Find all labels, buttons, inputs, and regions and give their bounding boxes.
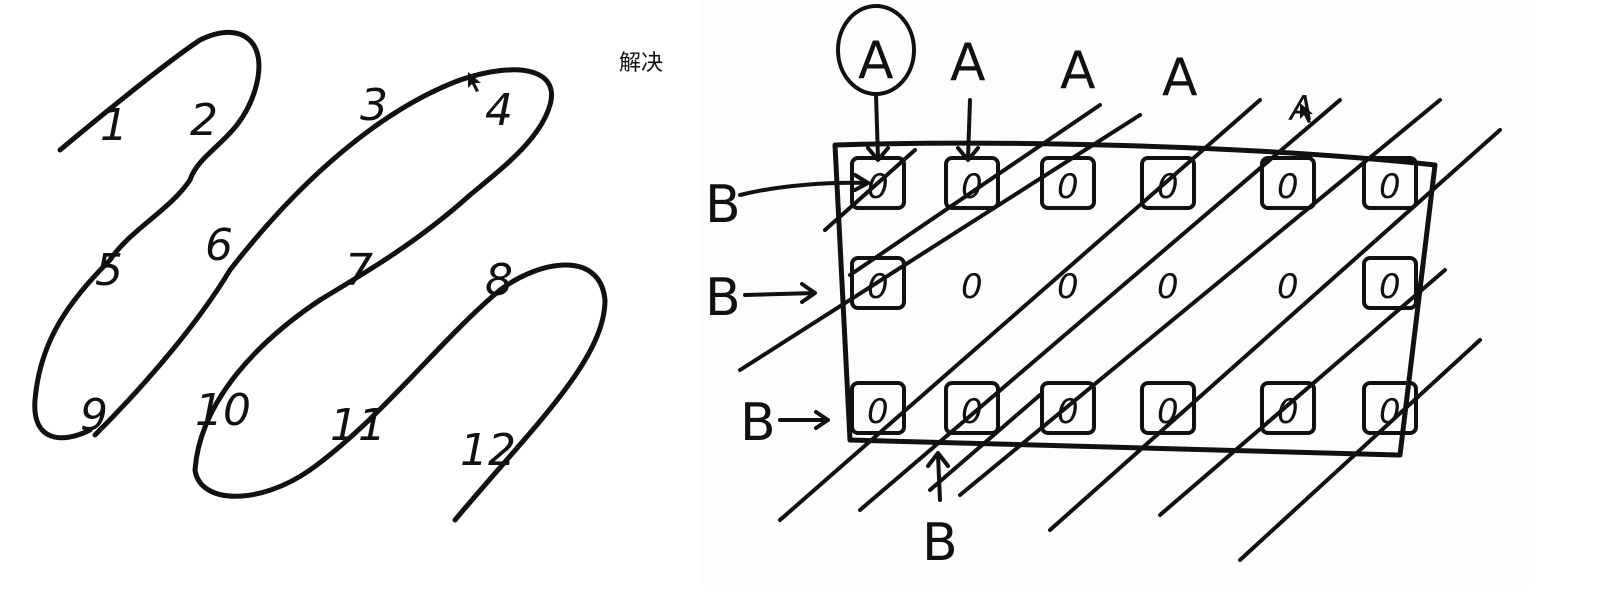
- number-12: 12: [460, 425, 516, 476]
- mouse-cursor-icon: [1300, 103, 1313, 123]
- grid-cell-mark: 0: [1379, 167, 1401, 207]
- top-label-a-3: A: [1060, 41, 1096, 101]
- grid-cell-mark: 0: [1277, 392, 1299, 432]
- arrow-b-1: [738, 173, 870, 197]
- mouse-cursor-icon: [468, 72, 481, 92]
- left-sketch: 1 2 3 4 5 6 7 8 9 10 11 12: [0, 0, 640, 603]
- number-7: 7: [345, 245, 373, 296]
- grid-cell-box: [850, 256, 906, 310]
- diagonal-7: [1048, 128, 1502, 532]
- snake-stroke-2: [92, 67, 554, 499]
- grid-cell-mark: 0: [961, 267, 983, 307]
- number-2: 2: [190, 95, 218, 146]
- grid-cell-mark: 0: [1057, 167, 1079, 207]
- number-1: 1: [100, 100, 128, 151]
- number-3: 3: [360, 80, 388, 131]
- grid-cell-mark: 0: [1277, 167, 1299, 207]
- snake-stroke-3: [307, 262, 608, 523]
- diagonal-1: [823, 148, 917, 232]
- diagonal-9: [1238, 338, 1482, 562]
- grid-cell-box: [850, 156, 906, 210]
- top-label-a-1: A: [858, 31, 894, 91]
- grid-cell-box: [1040, 156, 1096, 210]
- diagonal-2: [848, 103, 1102, 277]
- side-label-b-1: B: [705, 175, 741, 235]
- side-label-b-3: B: [740, 393, 776, 453]
- number-8: 8: [485, 255, 513, 306]
- top-label-a-4: A: [1162, 48, 1198, 108]
- grid-cell-mark: 0: [867, 167, 889, 207]
- diagonal-4: [778, 98, 1262, 522]
- left-sketch-svg: 1 2 3 4 5 6 7 8 9 10 11 12: [32, 29, 608, 523]
- grid-cell-box: [1040, 381, 1096, 435]
- caption: 解决: [619, 51, 664, 76]
- arrow-a-2: [956, 98, 980, 162]
- grid-cell-mark: 0: [867, 392, 889, 432]
- number-5: 5: [95, 245, 123, 296]
- grid-cell-mark: 0: [1157, 167, 1179, 207]
- grid-cell-mark: 0: [1379, 392, 1401, 432]
- side-label-b-2: B: [705, 268, 741, 328]
- grid-border: [832, 140, 1438, 458]
- number-9: 9: [80, 390, 108, 441]
- grid-cell-box: [944, 156, 1000, 210]
- number-6: 6: [205, 220, 233, 271]
- grid-cell-box: [1260, 156, 1316, 210]
- grid-cell-box: [1362, 256, 1418, 310]
- diagonal-10: [928, 393, 1042, 492]
- arrow-b-3: [778, 410, 830, 430]
- grid-cell-box: [944, 381, 1000, 435]
- number-11: 11: [330, 400, 386, 451]
- grid-cell-mark: 0: [1057, 267, 1079, 307]
- number-10: 10: [195, 385, 251, 436]
- grid-cell-mark: 0: [1157, 392, 1179, 432]
- grid-cell-mark: 0: [1057, 392, 1079, 432]
- arrow-b-2: [743, 282, 817, 304]
- arrow-a-1: [866, 93, 890, 162]
- grid-cell-box: [1362, 156, 1418, 210]
- grid-cell-mark: 0: [961, 167, 983, 207]
- grid-cell-box: [1140, 381, 1196, 435]
- diagonal-3: [738, 113, 1142, 372]
- grid-cells: 0 0 0 0 0 0 0 0 0 0 0 0 0 0 0 0 0 0: [850, 156, 1418, 435]
- snake-stroke-1: [32, 29, 262, 441]
- grid-cell-mark: 0: [867, 267, 889, 307]
- grid-cell-mark: 0: [1277, 267, 1299, 307]
- bottom-label-b: B: [922, 513, 958, 573]
- grid-cell-box: [1260, 381, 1316, 435]
- diagonal-6: [958, 98, 1442, 497]
- grid-cell-mark: 0: [961, 392, 983, 432]
- grid-cell-box: [1140, 156, 1196, 210]
- number-4: 4: [485, 85, 513, 136]
- top-label-a-2: A: [950, 33, 986, 93]
- grid-cell-mark: 0: [1157, 267, 1179, 307]
- diagonal-8: [1158, 268, 1447, 517]
- grid-cell-box: [850, 381, 906, 435]
- grid-cell-box: [1362, 381, 1418, 435]
- grid-cell-mark: 0: [1379, 267, 1401, 307]
- arrow-b-bottom: [926, 451, 950, 502]
